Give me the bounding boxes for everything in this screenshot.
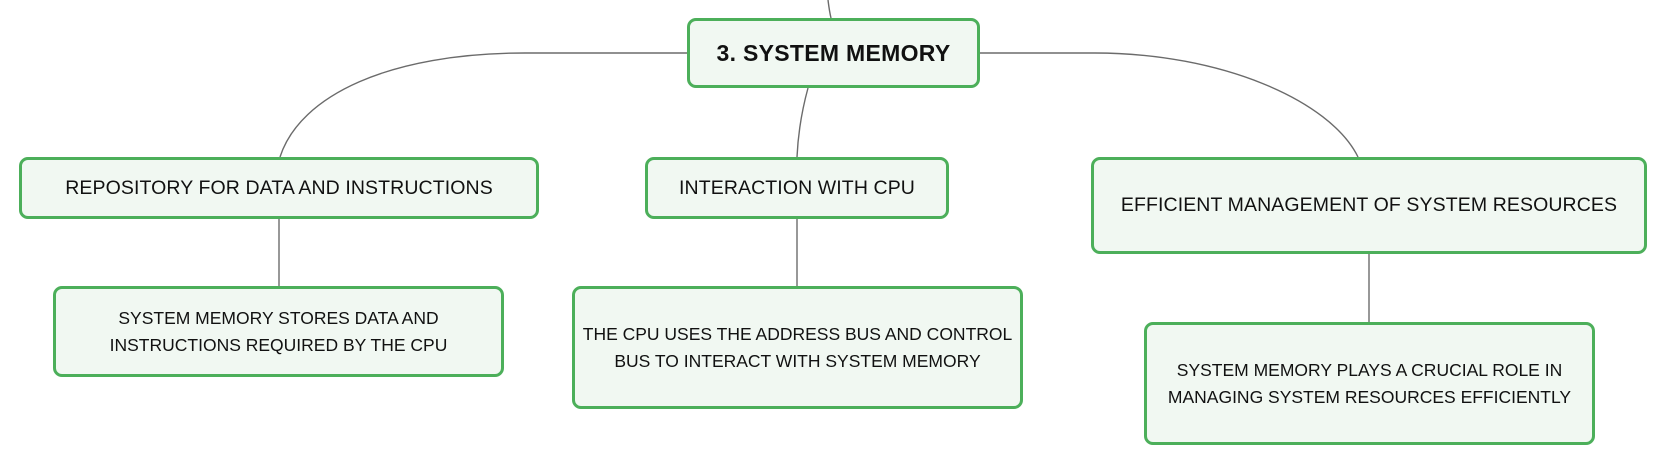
branch-node-label: INTERACTION WITH CPU [679,176,915,199]
branch-node-interaction-with-cpu[interactable]: INTERACTION WITH CPU [645,157,949,219]
branch-node-efficient-management[interactable]: EFFICIENT MANAGEMENT OF SYSTEM RESOURCES [1091,157,1647,254]
root-node-label: 3. SYSTEM MEMORY [716,39,951,66]
connector-root-to-repository [279,52,687,158]
leaf-node-interaction-detail[interactable]: THE CPU USES THE ADDRESS BUS AND CONTROL… [572,286,1023,409]
leaf-node-text: SYSTEM MEMORY STORES DATA AND INSTRUCTIO… [109,307,448,355]
leaf-node-text: THE CPU USES THE ADDRESS BUS AND CONTROL… [582,323,1013,371]
connector-root-to-interaction [796,87,809,158]
branch-node-label: EFFICIENT MANAGEMENT OF SYSTEM RESOURCES [1120,194,1618,216]
leaf-node-efficient-detail[interactable]: SYSTEM MEMORY PLAYS A CRUCIAL ROLE IN MA… [1144,322,1595,445]
connector-root-to-efficient [980,52,1359,158]
branch-node-label: REPOSITORY FOR DATA AND INSTRUCTIONS [65,176,493,199]
leaf-node-text: SYSTEM MEMORY PLAYS A CRUCIAL ROLE IN MA… [1167,359,1572,407]
connector-parent-to-root [827,0,832,19]
leaf-node-repository-detail[interactable]: SYSTEM MEMORY STORES DATA AND INSTRUCTIO… [53,286,504,377]
branch-node-repository[interactable]: REPOSITORY FOR DATA AND INSTRUCTIONS [19,157,539,219]
root-node-system-memory[interactable]: 3. SYSTEM MEMORY [687,18,980,88]
